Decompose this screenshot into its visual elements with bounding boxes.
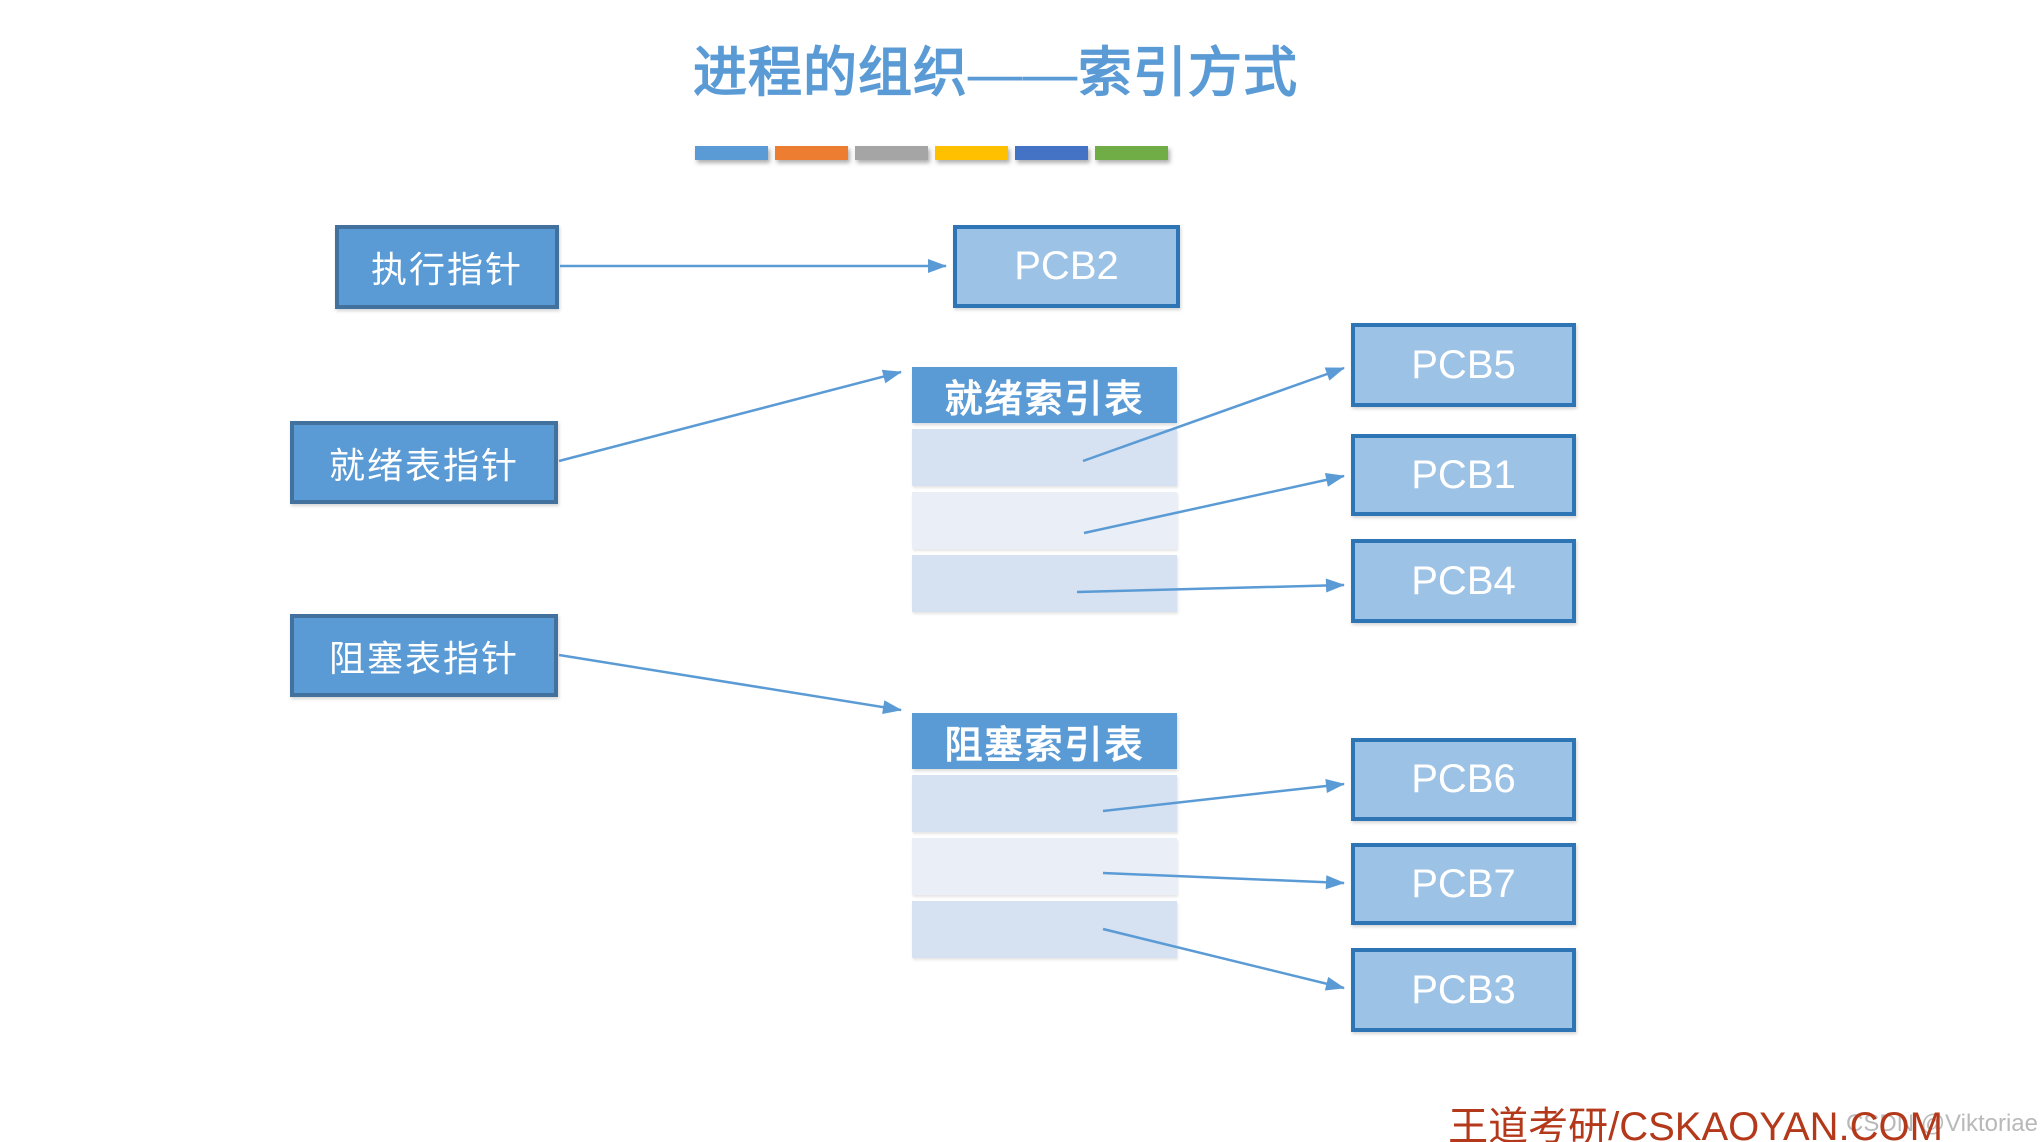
ready-index-table: 就绪索引表 (912, 367, 1177, 612)
pcb2-box: PCB2 (953, 225, 1180, 308)
pcb3-box: PCB3 (1351, 948, 1576, 1032)
csdn-watermark: CSDN @Viktoriae (1846, 1110, 2038, 1137)
pcb6-box: PCB6 (1351, 738, 1576, 821)
pcb1-box: PCB1 (1351, 434, 1576, 516)
accent-bar-darkblue (1015, 146, 1088, 160)
accent-bar-orange (775, 146, 848, 160)
accent-bar-gray (855, 146, 928, 160)
brand-text: 王道考研/CSKAOYAN.COM (1448, 1105, 1943, 1142)
exec-pointer-box: 执行指针 (335, 225, 559, 309)
accent-bar-gold (935, 146, 1008, 160)
ready-index-row-1 (912, 429, 1177, 486)
ready-pointer-box: 就绪表指针 (290, 421, 558, 504)
blocked-index-table-header: 阻塞索引表 (912, 713, 1177, 769)
pcb7-box: PCB7 (1351, 843, 1576, 925)
blocked-index-table: 阻塞索引表 (912, 713, 1177, 958)
blocked-index-row-3 (912, 901, 1177, 958)
blocked-index-row-2 (912, 838, 1177, 895)
accent-bar-blue (695, 146, 768, 160)
ready-index-table-header: 就绪索引表 (912, 367, 1177, 423)
pcb4-box: PCB4 (1351, 539, 1576, 623)
accent-bars (695, 146, 1168, 160)
pcb5-box: PCB5 (1351, 323, 1576, 407)
page-title: 进程的组织——索引方式 (693, 43, 1298, 103)
blocked-index-row-1 (912, 775, 1177, 832)
ready-index-row-3 (912, 555, 1177, 612)
arrow-blockedptr-to-blockedtable (558, 653, 902, 715)
ready-index-row-2 (912, 492, 1177, 549)
accent-bar-green (1095, 146, 1168, 160)
blocked-pointer-box: 阻塞表指针 (290, 614, 558, 697)
arrow-readyptr-to-readytable (558, 369, 902, 463)
